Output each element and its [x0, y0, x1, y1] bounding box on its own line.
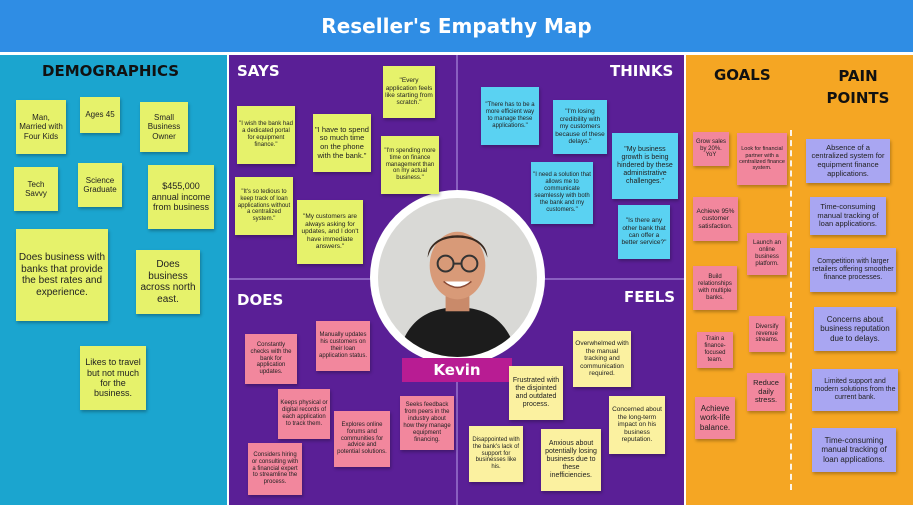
demographics-note: Does business across north east.	[136, 250, 200, 314]
demographics-note: Small Business Owner	[140, 102, 188, 152]
demographics-note: Does business with banks that provide th…	[16, 229, 108, 321]
pain-point-note: Competition with larger retailers offeri…	[810, 248, 896, 292]
feels-note: Anxious about potentially losing busines…	[541, 429, 601, 491]
does-note: Manually updates his customers on their …	[316, 321, 370, 371]
demographics-title: DEMOGRAPHICS	[42, 62, 180, 80]
persona-name-tag: Kevin	[402, 358, 512, 382]
pain-point-note: Concerns about business reputation due t…	[814, 307, 896, 351]
goals-note: Achieve 95% customer satisfaction.	[693, 197, 738, 241]
does-title: DOES	[237, 291, 284, 309]
demographics-note: Tech Savvy	[14, 167, 58, 211]
thinks-note: "I'm losing credibility with my customer…	[553, 100, 607, 154]
says-title: SAYS	[237, 62, 280, 80]
demographics-note: Likes to travel but not much for the bus…	[80, 346, 146, 410]
demographics-note: Science Graduate	[78, 163, 122, 207]
person-portrait-icon	[378, 198, 537, 357]
thinks-note: "My business growth is being hindered by…	[612, 133, 678, 199]
goals-note: Achieve work-life balance.	[695, 397, 735, 439]
says-note: "Every application feels like starting f…	[383, 66, 435, 118]
goals-note: Train a finance-focused team.	[697, 332, 733, 368]
thinks-note: "Is there any other bank that can offer …	[618, 205, 670, 259]
feels-title: FEELS	[624, 288, 676, 306]
goals-note: Grow sales by 20%. YoY	[693, 132, 729, 166]
feels-note: Concerned about the long-term impact on …	[609, 396, 665, 454]
does-note: Seeks feedback from peers in the industr…	[400, 396, 454, 450]
thinks-note: "There has to be a more efficient way to…	[481, 87, 539, 145]
says-note: "I have to spend so much time on the pho…	[313, 114, 371, 172]
pain-point-note: Time-consuming manual tracking of loan a…	[812, 428, 896, 472]
demographics-note: $455,000 annual income from business	[148, 165, 214, 229]
thinks-note: "I need a solution that allows me to com…	[531, 162, 593, 224]
pain-point-note: Limited support and modern solutions fro…	[812, 369, 898, 411]
pain-point-note: Absence of a centralized system for equi…	[806, 139, 890, 183]
goals-note: Reduce daily stress.	[747, 373, 785, 411]
goals-note: Diversify revenue streams.	[749, 316, 785, 352]
title-banner: Reseller's Empathy Map	[0, 0, 913, 52]
persona-photo-frame	[370, 190, 545, 365]
pain-point-note: Time-consuming manual tracking of loan a…	[810, 197, 886, 235]
pain-points-title: PAIN POINTS	[826, 67, 890, 107]
goals-note: Look for financial partner with a centra…	[737, 133, 787, 185]
does-note: Considers hiring or consulting with a fi…	[248, 443, 302, 495]
says-note: "I wish the bank had a dedicated portal …	[237, 106, 295, 164]
feels-note: Disappointed with the bank's lack of sup…	[469, 426, 523, 482]
goals-note: Build relationships with multiple banks.	[693, 266, 737, 310]
says-note: "My customers are always asking for upda…	[297, 200, 363, 264]
feels-note: Overwhelmed with the manual tracking and…	[573, 331, 631, 387]
demographics-note: Man, Married with Four Kids	[16, 100, 66, 154]
says-note: "It's so tedious to keep track of loan a…	[235, 177, 293, 235]
goals-pain-divider	[790, 130, 792, 490]
does-note: Explores online forums and communities f…	[334, 411, 390, 467]
says-note: "I'm spending more time on finance manag…	[381, 136, 439, 194]
does-note: Keeps physical or digital records of eac…	[278, 389, 330, 439]
page-title: Reseller's Empathy Map	[321, 14, 592, 38]
goals-note: Launch an online business platform.	[747, 233, 787, 275]
goals-title: GOALS	[714, 66, 771, 84]
does-note: Constantly checks with the bank for appl…	[245, 334, 297, 384]
thinks-title: THINKS	[610, 62, 674, 80]
feels-note: Frustrated with the disjointed and outda…	[509, 366, 563, 420]
demographics-note: Ages 45	[80, 97, 120, 133]
